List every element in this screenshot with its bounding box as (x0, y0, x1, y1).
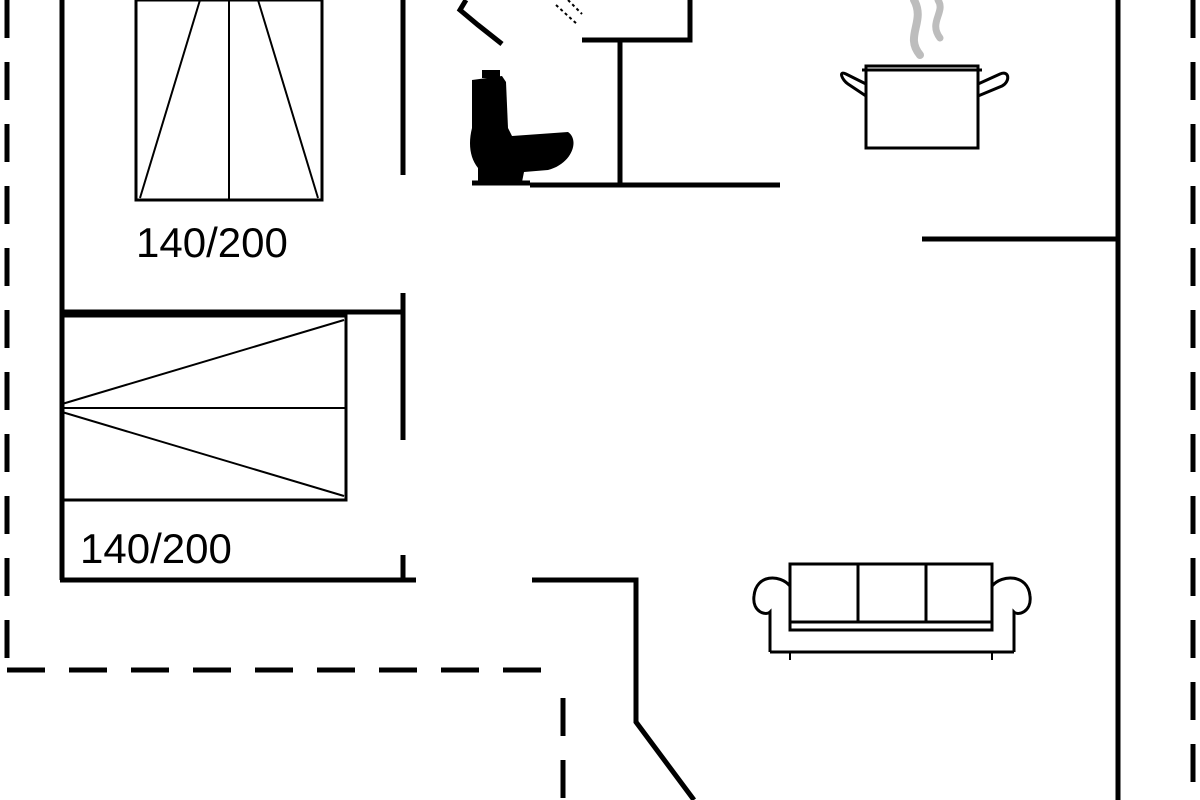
exterior-outline (4, 0, 1196, 800)
shower-handle (456, 0, 504, 46)
pot-handle-left (840, 71, 867, 98)
sofa-seat (788, 620, 994, 632)
bed-horizontal (60, 314, 348, 502)
shower-spray (555, 4, 579, 26)
interior-walls (59, 0, 1121, 800)
bed-blanket-line (61, 319, 345, 405)
bed-blanket-line (139, 0, 201, 199)
sofa-back (788, 562, 994, 624)
sofa-arm-right (990, 576, 1032, 652)
bed-blanket-line (61, 411, 345, 497)
bed-size-label: 140/200 (80, 525, 232, 572)
cooking-pot-icon (840, 0, 1010, 150)
sofa-arm-left (752, 576, 792, 652)
sofa-icon (752, 562, 1032, 660)
shower-spray (567, 0, 583, 15)
sink-counter (582, 0, 693, 43)
pot-handle-right (977, 71, 1010, 98)
toilet-icon (470, 70, 574, 186)
bed-blanket-line (257, 0, 319, 199)
wall-entry (532, 577, 697, 800)
pot-body (864, 64, 980, 150)
bed-size-label: 140/200 (136, 219, 288, 266)
sink-icon (456, 0, 693, 46)
bed-vertical (134, 0, 324, 202)
